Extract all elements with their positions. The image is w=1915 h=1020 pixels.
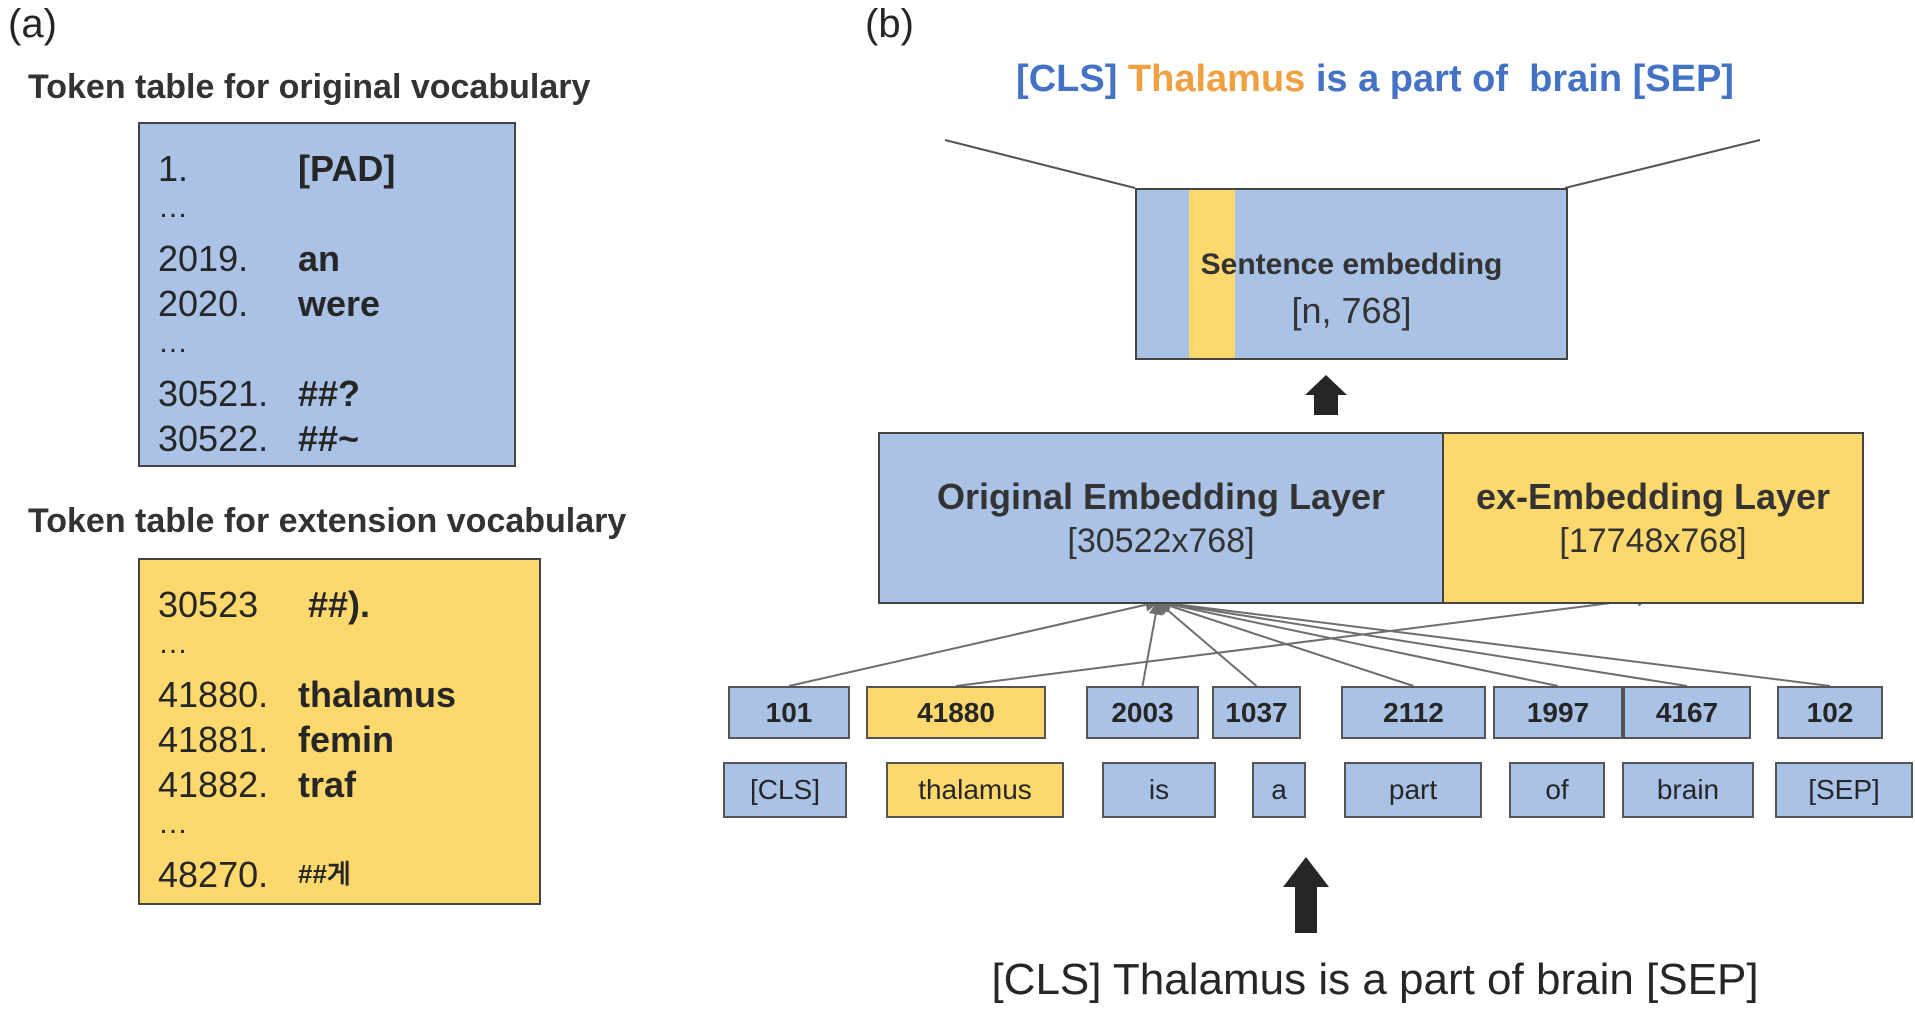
panel-a-label: (a) — [8, 2, 57, 46]
top-sentence-part: Thalamus — [1127, 58, 1306, 100]
token-id-cell: 2112 — [1341, 686, 1486, 739]
vocab-index: 1. — [158, 148, 189, 189]
zoom-line-left — [944, 139, 1136, 189]
vocab-row: 41882. traf — [158, 762, 539, 807]
up-arrow-large — [1283, 857, 1329, 933]
original-embedding-layer: Original Embedding Layer [30522x768] — [878, 432, 1444, 604]
panel-b-label: (b) — [865, 2, 914, 46]
token-cell: of — [1509, 762, 1605, 818]
vocab-index: 2019. — [158, 238, 249, 279]
vocab-index: 41881. — [158, 719, 269, 760]
original-layer-dim: [30522x768] — [1067, 521, 1255, 560]
sentence-embedding-dim: [n, 768] — [1291, 290, 1412, 331]
token-id-arrow — [788, 597, 1160, 687]
token-cell: is — [1102, 762, 1216, 818]
vocab-token: an — [298, 238, 341, 279]
vocab-row: 30521. ##? — [158, 371, 514, 416]
token-cell: part — [1344, 762, 1482, 818]
vocab-token: traf — [298, 764, 357, 805]
ellipsis-row: … — [158, 326, 188, 359]
ellipsis-row: … — [158, 807, 188, 840]
ex-layer-dim: [17748x768] — [1559, 521, 1747, 560]
vocab-token: [PAD] — [298, 148, 396, 189]
vocab-token: thalamus — [298, 674, 457, 715]
top-sentence-title: [CLS] Thalamus is a part of brain [SEP] — [840, 58, 1910, 101]
token-id-arrow — [1156, 597, 1688, 687]
vocab-row: 48270. ##게 — [158, 852, 539, 897]
token-id-arrow — [1156, 599, 1414, 687]
vocab-row: 2020. were — [158, 281, 514, 326]
token-cell: brain — [1622, 762, 1754, 818]
vocab-row: 1. [PAD] — [158, 146, 514, 191]
token-id-cell: 102 — [1777, 686, 1883, 739]
vocab-index: 30522. — [158, 418, 269, 459]
input-sentence: [CLS] Thalamus is a part of brain [SEP] — [991, 955, 1759, 1004]
up-arrow-small — [1305, 375, 1347, 415]
vocab-row: 30523 ##). — [158, 582, 539, 627]
zoom-line-right — [1564, 139, 1761, 189]
vocab-index: 48270. — [158, 854, 269, 895]
ellipsis-row: … — [158, 627, 188, 660]
vocab-index: 41880. — [158, 674, 269, 715]
token-cell: a — [1252, 762, 1306, 818]
sentence-embedding-title: Sentence embedding — [1200, 248, 1503, 281]
top-sentence-part: [CLS] — [1016, 58, 1128, 100]
token-id-cell: 41880 — [866, 686, 1046, 739]
vocab-token: ##). — [298, 584, 371, 625]
token-id-cell: 4167 — [1623, 686, 1751, 739]
vocab-row: 41881. femin — [158, 717, 539, 762]
token-id-cell: 2003 — [1086, 686, 1199, 739]
ellipsis-row: … — [158, 191, 188, 224]
vocab-index: 30523 — [158, 584, 259, 625]
cls-embedding-stripe — [1189, 190, 1235, 358]
ex-layer-title: ex-Embedding Layer — [1475, 475, 1831, 517]
token-cell: [SEP] — [1775, 762, 1913, 818]
token-id-cell: 1037 — [1212, 686, 1301, 739]
vocab-row: 41880. thalamus — [158, 672, 539, 717]
ex-embedding-layer: ex-Embedding Layer [17748x768] — [1442, 432, 1864, 604]
vocab-row: 2019. an — [158, 236, 514, 281]
vocab-token: femin — [298, 719, 395, 760]
token-id-arrow — [1141, 600, 1163, 687]
vocab-token: were — [298, 283, 381, 324]
top-sentence-part: is a part of brain [SEP] — [1305, 58, 1734, 100]
vocab-row: 30522. ##~ — [158, 416, 514, 461]
original-table-title: Token table for original vocabulary — [28, 68, 591, 106]
sentence-embedding-box: Sentence embedding [n, 768] — [1135, 188, 1568, 360]
token-cell: thalamus — [886, 762, 1064, 818]
token-id-arrow — [1156, 601, 1258, 687]
extension-table-title: Token table for extension vocabulary — [28, 502, 627, 540]
vocab-token: ##? — [298, 373, 361, 414]
vocab-token: ##게 — [298, 859, 351, 889]
vocab-index: 2020. — [158, 283, 249, 324]
token-id-arrows — [788, 592, 1831, 687]
token-id-cell: 101 — [728, 686, 850, 739]
token-id-cell: 1997 — [1493, 686, 1623, 739]
original-layer-title: Original Embedding Layer — [936, 475, 1386, 517]
vocab-token: ##~ — [298, 418, 360, 459]
vocab-index: 41882. — [158, 764, 269, 805]
token-cell: [CLS] — [723, 762, 847, 818]
token-id-arrow — [1156, 597, 1559, 687]
token-id-arrow — [1156, 596, 1831, 687]
token-id-arrow — [955, 592, 1652, 687]
vocab-index: 30521. — [158, 373, 269, 414]
